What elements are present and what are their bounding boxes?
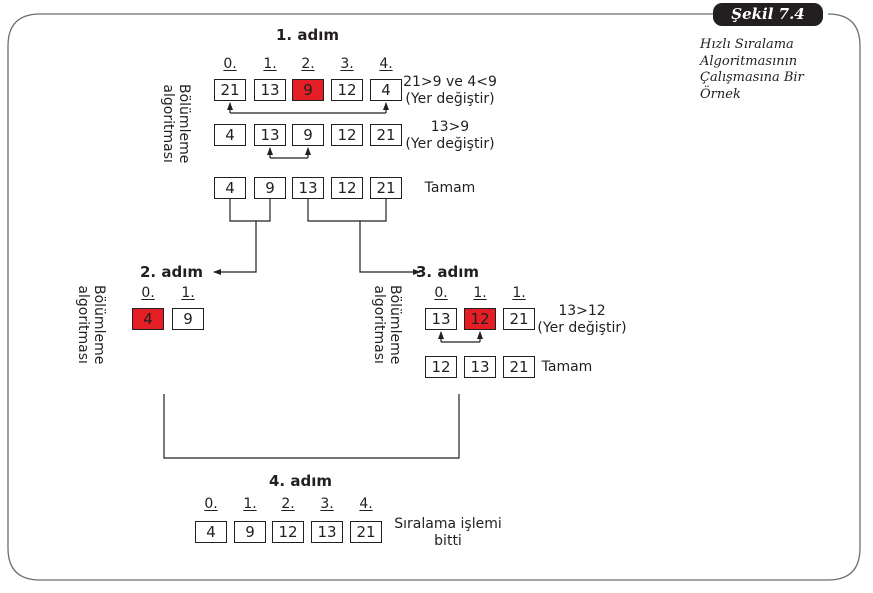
array-cell: 13 [464, 356, 496, 378]
array-cell: 12 [272, 521, 304, 543]
index-label: 0. [434, 285, 448, 301]
array-cell: 12 [331, 79, 363, 101]
connector-line [229, 199, 271, 222]
array-cell: 13 [311, 521, 343, 543]
index-label: 1. [181, 285, 195, 301]
figure-caption: Hızlı Sıralama Algoritmasının Çalışmasın… [700, 37, 850, 103]
note-line: Sıralama işlemi [394, 516, 502, 532]
step1-title: 1. adım [276, 26, 339, 44]
note-line: (Yer değiştir) [405, 91, 495, 107]
array-cell: 12 [331, 177, 363, 199]
note-line: (Yer değiştir) [405, 136, 495, 152]
label-line: algoritması [75, 285, 91, 364]
label-line: algoritması [371, 285, 387, 364]
array-cell: 9 [254, 177, 286, 199]
pivot-cell: 9 [292, 79, 324, 101]
step-note: 13>9(Yer değiştir) [390, 119, 510, 153]
step-note: 21>9 ve 4<9(Yer değiştir) [390, 74, 510, 108]
label-line: Bölümleme [176, 84, 192, 164]
array-cell: 12 [331, 124, 363, 146]
note-line: bitti [434, 533, 462, 549]
connector-arrow [359, 221, 421, 275]
array-cell: 4 [195, 521, 227, 543]
index-label: 4. [379, 56, 393, 72]
connector-arrow [213, 221, 257, 275]
note-line: 21>9 ve 4<9 [403, 74, 497, 90]
pivot-cell: 12 [464, 308, 496, 330]
pivot-cell: 4 [132, 308, 164, 330]
index-label: 2. [281, 496, 295, 512]
label-line: algoritması [160, 84, 176, 163]
step3-title: 3. adım [416, 263, 479, 281]
index-label: 2. [301, 56, 315, 72]
array-cell: 9 [172, 308, 204, 330]
index-label: 3. [320, 496, 334, 512]
label-line: Bölümleme [91, 285, 107, 365]
array-cell: 4 [370, 79, 402, 101]
note-line: Tamam [541, 359, 593, 375]
array-cell: 13 [254, 79, 286, 101]
note-line: (Yer değiştir) [537, 320, 627, 336]
step-note: 13>12(Yer değiştir) [522, 303, 642, 337]
array-cell: 4 [214, 177, 246, 199]
caption-line: Çalışmasına Bir [700, 70, 804, 85]
index-label: 1. [263, 56, 277, 72]
connector-line [307, 199, 387, 222]
step-note: Tamam [507, 359, 627, 376]
array-cell: 4 [214, 124, 246, 146]
note-line: 13>12 [558, 303, 606, 319]
index-label: 0. [141, 285, 155, 301]
index-label: 0. [204, 496, 218, 512]
note-line: Tamam [424, 180, 476, 196]
index-label: 0. [223, 56, 237, 72]
figure-badge: Şekil 7.4 [713, 3, 823, 26]
connector-line [163, 394, 460, 459]
array-cell: 21 [370, 124, 402, 146]
array-cell: 9 [234, 521, 266, 543]
index-label: 1. [243, 496, 257, 512]
array-cell: 9 [292, 124, 324, 146]
index-label: 1. [512, 285, 526, 301]
array-cell: 21 [503, 308, 535, 330]
index-label: 3. [340, 56, 354, 72]
note-line: 13>9 [430, 119, 470, 135]
array-cell: 21 [503, 356, 535, 378]
array-cell: 13 [425, 308, 457, 330]
step4-title: 4. adım [269, 472, 332, 490]
array-cell: 21 [214, 79, 246, 101]
caption-line: Algoritmasının [700, 53, 798, 69]
array-cell: 21 [370, 177, 402, 199]
step2-title: 2. adım [140, 263, 203, 281]
figure-frame [7, 13, 861, 581]
array-cell: 13 [292, 177, 324, 199]
array-cell: 12 [425, 356, 457, 378]
label-line: Bölümleme [387, 285, 403, 365]
index-label: 1. [473, 285, 487, 301]
array-cell: 13 [254, 124, 286, 146]
step-note: Tamam [390, 180, 510, 197]
array-cell: 21 [350, 521, 382, 543]
caption-line: Örnek [700, 86, 741, 102]
caption-line: Hızlı Sıralama [700, 37, 794, 52]
index-label: 4. [359, 496, 373, 512]
